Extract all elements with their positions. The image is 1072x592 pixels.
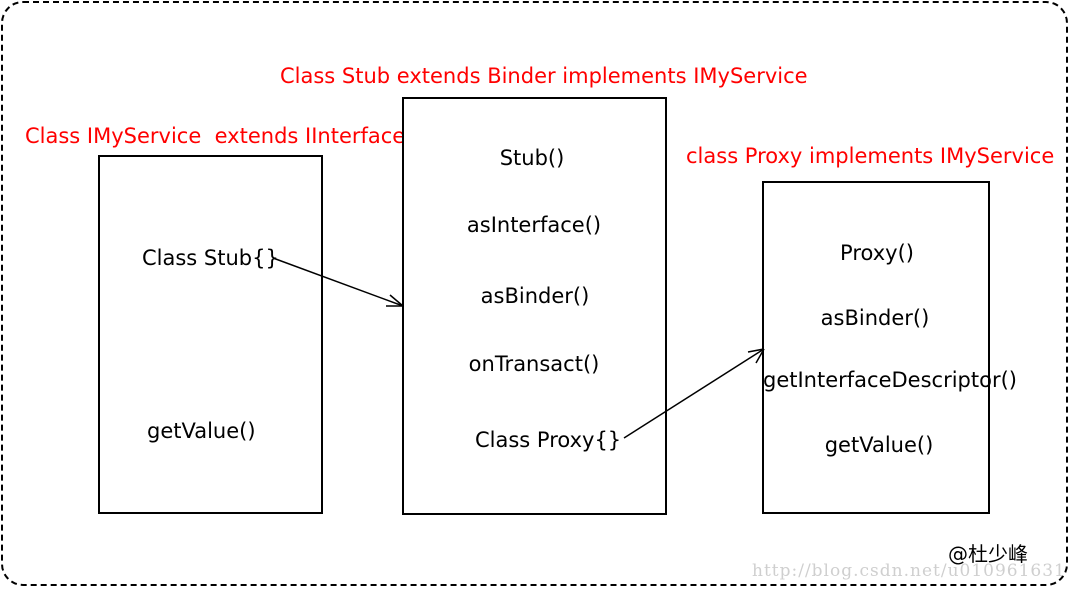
stub-item-asinterface: asInterface() [466,213,602,237]
arrow-stub-reference [272,257,404,307]
proxy-item-asbinder: asBinder() [820,306,930,330]
arrow-proxy-reference [623,348,765,439]
proxy-item-getinterfacedescriptor: getInterfaceDescriptor() [763,368,1017,392]
imyservice-box [98,155,323,514]
stub-item-ontransact: onTransact() [468,352,600,376]
imyservice-item-getvalue: getValue() [147,419,256,443]
stub-item-asbinder: asBinder() [480,284,590,308]
author-handle: @杜少峰 [948,542,1028,566]
imyservice-item-class-stub: Class Stub{} [142,246,279,270]
proxy-item-getvalue: getValue() [824,433,934,457]
stub-item-constructor: Stub() [499,146,565,170]
stub-title: Class Stub extends Binder implements IMy… [280,64,808,88]
imyservice-title: Class IMyService extends IInterface [25,124,406,148]
stub-box [402,97,667,515]
proxy-item-constructor: Proxy() [840,241,914,265]
proxy-box [762,181,990,514]
stub-item-class-proxy: Class Proxy{} [475,428,622,452]
proxy-title: class Proxy implements IMyService [686,144,1055,168]
watermark-text: http://blog.csdn.net/u010961631 [752,561,1066,581]
